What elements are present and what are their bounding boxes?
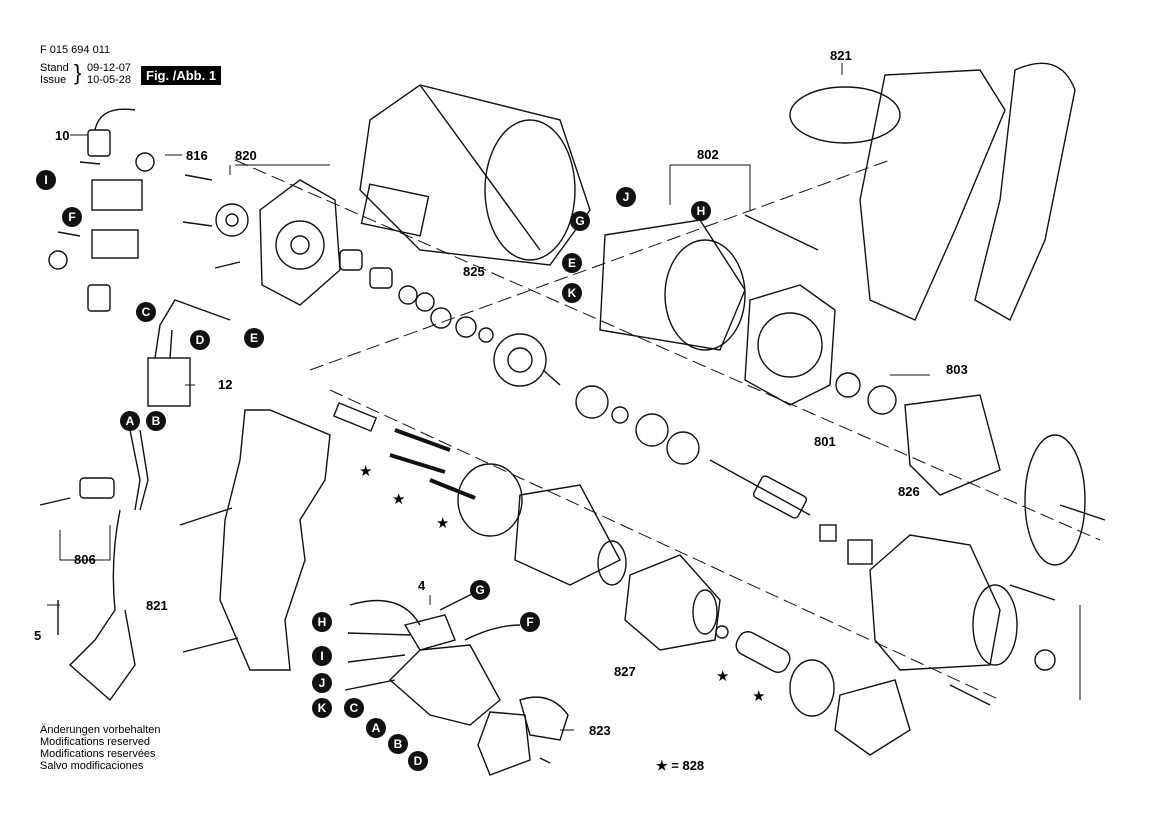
issue-label: Issue [40,74,67,86]
bearing-plate-820 [182,174,341,306]
connector-H-marker-switch: H [312,612,332,632]
star-marker: ★ [436,515,450,532]
issue-date: 10-05-28 [87,74,132,86]
brace-glyph: } [74,60,82,85]
connector-G-marker: G [570,211,590,231]
modifications-note: Änderungen vorbehalten Modifications res… [40,724,160,772]
connector-B-marker-switch: B [388,734,408,754]
switch-assembly-4 [344,589,521,726]
connector-H-marker: H [691,201,711,221]
connector-C-marker: C [136,302,156,322]
part-label-825: 825 [463,264,485,279]
note-french: Modifications reservées [40,748,156,760]
part-label-803: 803 [946,362,968,377]
connector-F-marker-switch: F [520,612,540,632]
document-number: F 015 694 011 [40,44,111,56]
gear-train-825 [339,249,700,465]
spindle-parts [332,402,911,756]
star-marker: ★ [752,688,766,705]
stand-date: 09-12-07 [87,62,132,74]
connector-C-marker-switch: C [344,698,364,718]
note-spanish: Salvo modificaciones [40,760,144,772]
part-label-821-left: 821 [146,598,168,613]
connector-A-marker-switch: A [366,718,386,738]
star-legend: ★ = 828 [656,758,705,773]
part-label-823: 823 [589,723,611,738]
part-label-826: 826 [898,484,920,499]
stator-802 [599,214,819,351]
brush-parts [48,108,155,312]
leader-lines [47,63,1081,731]
note-german: Änderungen vorbehalten [40,724,161,736]
connector-F-marker: F [62,207,82,227]
part-label-5: 5 [34,628,42,643]
connector-K-marker-switch: K [312,698,332,718]
depth-stop-827 [624,554,721,651]
connector-K-marker: K [562,283,582,303]
armature-803 [835,372,1106,566]
part-label-820: 820 [235,148,257,163]
part-label-816: 816 [186,148,208,163]
connector-D-marker-switch: D [408,751,428,771]
note-english: Modifications reserved [40,736,151,748]
star-marker: ★ [392,491,406,508]
connector-E-marker-stator: E [562,253,582,273]
stand-label: Stand [40,62,69,74]
connector-D-marker: D [190,330,210,350]
handle-shell-left-821 [179,409,331,671]
connector-A-marker: A [120,411,140,431]
gear-housing-826 [869,534,1056,706]
motor-housing [359,84,591,266]
explode-axes [234,159,1101,701]
connector-E-marker: E [244,328,264,348]
part-label-12: 12 [218,377,233,392]
part-label-827: 827 [614,664,636,679]
part-label-4: 4 [418,578,426,593]
connector-I-marker: I [36,170,56,190]
carbon-brush-12 [147,299,231,407]
star-marker: ★ [716,668,730,685]
connector-J-marker: J [616,187,636,207]
part-label-802: 802 [697,147,719,162]
handle-shell-right-821 [789,62,1076,321]
connector-I-marker-switch: I [312,646,332,666]
part-label-821-top: 821 [830,48,852,63]
connector-B-marker: B [146,411,166,431]
part-label-10: 10 [55,128,70,143]
part-label-801: 801 [814,434,836,449]
connector-J-marker-switch: J [312,673,332,693]
star-marker: ★ [359,463,373,480]
figure-label: Fig. /Abb. 1 [141,66,222,85]
connector-G-marker-switch: G [470,580,490,600]
part-label-806: 806 [74,552,96,567]
trigger-823 [477,696,569,776]
power-cord [39,429,149,702]
fan-guide-801 [744,284,836,406]
